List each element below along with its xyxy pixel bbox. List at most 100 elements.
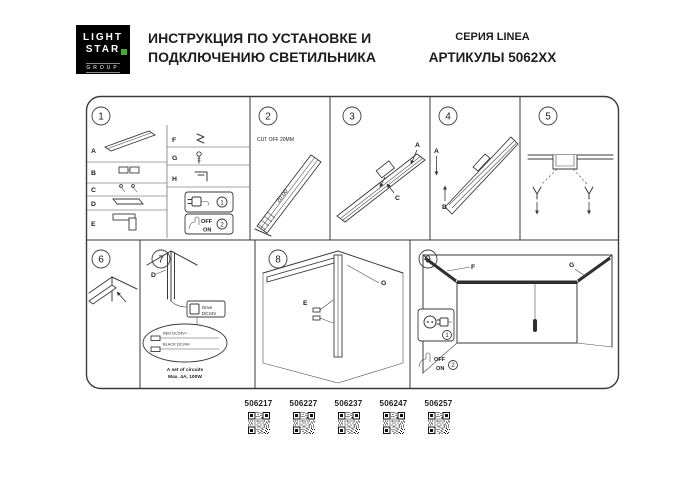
panel-1-badge [91, 106, 111, 126]
black-wire-label: BLACK DC24V- [163, 342, 191, 347]
cross-section-drawing [527, 154, 614, 186]
panel-4-label-b: B [442, 204, 447, 211]
qr-code-icon [248, 412, 270, 434]
panel-9-label-g: G [569, 262, 574, 269]
article-codes-row: 506217 506227 506237 506247 506257 [236, 399, 461, 439]
panel-8-badge [268, 249, 288, 269]
track-left [424, 256, 457, 283]
panel-8: 8 E G [262, 249, 404, 384]
panel-6-number: 6 [98, 255, 104, 266]
article-item: 506247 [371, 399, 416, 439]
clip-icon [196, 133, 205, 144]
article-code: 506257 [424, 399, 453, 408]
plug-icon [436, 317, 452, 327]
logo-text-group: GROUP [86, 63, 120, 73]
part-label-a: A [91, 148, 96, 155]
instruction-diagram: 1 A B C D E F G H [85, 95, 620, 390]
profile-piece [472, 153, 491, 172]
power-plug-step: 1 [184, 191, 234, 213]
profile-icon [104, 130, 156, 152]
red-wire-label: RED DC24V+ [163, 331, 188, 336]
panel-4-number: 4 [445, 112, 451, 123]
title-line-2: ПОДКЛЮЧЕНИЮ СВЕТИЛЬНИКА [148, 49, 376, 65]
page-title: ИНСТРУКЦИЯ ПО УСТАНОВКЕ И ПОДКЛЮЧЕНИЮ СВ… [148, 29, 376, 67]
lightstar-logo: LIGHT STAR GROUP [76, 25, 130, 74]
screw-icon [196, 151, 202, 164]
panel-8-label-g: G [381, 280, 386, 287]
series-block: СЕРИЯ LINEA АРТИКУЛЫ 5062XX [400, 31, 585, 65]
spring-clip-right [584, 186, 594, 215]
profile-cut-drawing [254, 154, 322, 237]
logo-text-light: LIGHT [83, 32, 123, 43]
article-item: 506257 [416, 399, 461, 439]
article-code: 506217 [244, 399, 273, 408]
pendant-light [533, 284, 537, 332]
step-2-number: 2 [451, 363, 455, 369]
panel-9: 9 F G [417, 249, 613, 374]
hand-icon [418, 352, 431, 368]
series-label: СЕРИЯ LINEA [455, 31, 530, 43]
qr-code-icon [428, 412, 450, 434]
part-label-c: C [91, 187, 96, 194]
connector-piece [375, 160, 396, 179]
off-label: OFF [201, 219, 213, 225]
circuits-note-1: A set of circuits [167, 367, 204, 373]
part-label-e: E [91, 221, 96, 228]
article-item: 506217 [236, 399, 281, 439]
cut-off-label: CUT OFF 20MM [257, 137, 294, 143]
panel-3-badge [342, 106, 362, 126]
corner-connector-icon [112, 213, 137, 231]
panel-4-label-a: A [434, 148, 439, 155]
part-label-g: G [172, 155, 177, 162]
part-label-b: B [91, 170, 96, 177]
screws-icon [119, 184, 138, 193]
logo-text-star: STAR [85, 44, 121, 55]
panel-dividers [86, 96, 619, 388]
circuits-note-2: Max. 4A, 100W [168, 374, 202, 380]
part-label-f: F [172, 137, 176, 144]
article-item: 506237 [326, 399, 371, 439]
step-2-number: 2 [220, 222, 224, 228]
panel-5: 5 [527, 106, 614, 215]
bracket-icon [194, 171, 208, 182]
socket-icon [423, 315, 437, 329]
panel-7: 7 D Drive DC24V RED DC24V+ [142, 249, 228, 380]
end-cap-icon [112, 198, 144, 205]
title-line-1: ИНСТРУКЦИЯ ПО УСТАНОВКЕ И [148, 30, 372, 46]
track-drawing [336, 153, 426, 223]
off-label: OFF [434, 357, 446, 363]
part-label-h: H [172, 176, 177, 183]
panel-7-number: 7 [158, 255, 164, 266]
panel-5-number: 5 [545, 112, 551, 123]
panel-3-number: 3 [349, 112, 355, 123]
on-label: ON [203, 228, 211, 234]
panel-6: 6 [88, 249, 138, 305]
driver-label-2: DC24V [202, 311, 216, 316]
panel-3: 3 A C [336, 106, 426, 223]
corner-track-drawing [146, 250, 198, 302]
panel-1: 1 A B C D E F G H [87, 106, 249, 238]
step-1-number: 1 [220, 200, 224, 206]
panel-8-number: 8 [275, 255, 281, 266]
driver-label-1: Drive [202, 305, 213, 310]
article-item: 506227 [281, 399, 326, 439]
plug-icon [187, 196, 210, 207]
on-off-switch-step: OFF ON 2 [418, 352, 458, 372]
track-right [577, 256, 611, 283]
panel-8-label-e: E [303, 300, 308, 307]
article-code: 506227 [289, 399, 318, 408]
corner-drawing [88, 276, 138, 305]
qr-code-icon [338, 412, 360, 434]
part-label-d: D [91, 201, 96, 208]
ceiling-slot-drawing [444, 136, 519, 215]
on-label: ON [436, 366, 444, 372]
wall-corner-drawing [262, 250, 404, 384]
step-1-number: 1 [445, 333, 449, 339]
panel-2: 2 CUT OFF 20MM 20.00 [254, 106, 322, 237]
connector-icon [118, 166, 140, 174]
panel-6-badge [91, 249, 111, 269]
wiring-detail-oval: RED DC24V+ BLACK DC24V- [142, 323, 228, 363]
hand-icon [188, 216, 200, 230]
panel-3-label-c: C [395, 195, 400, 202]
